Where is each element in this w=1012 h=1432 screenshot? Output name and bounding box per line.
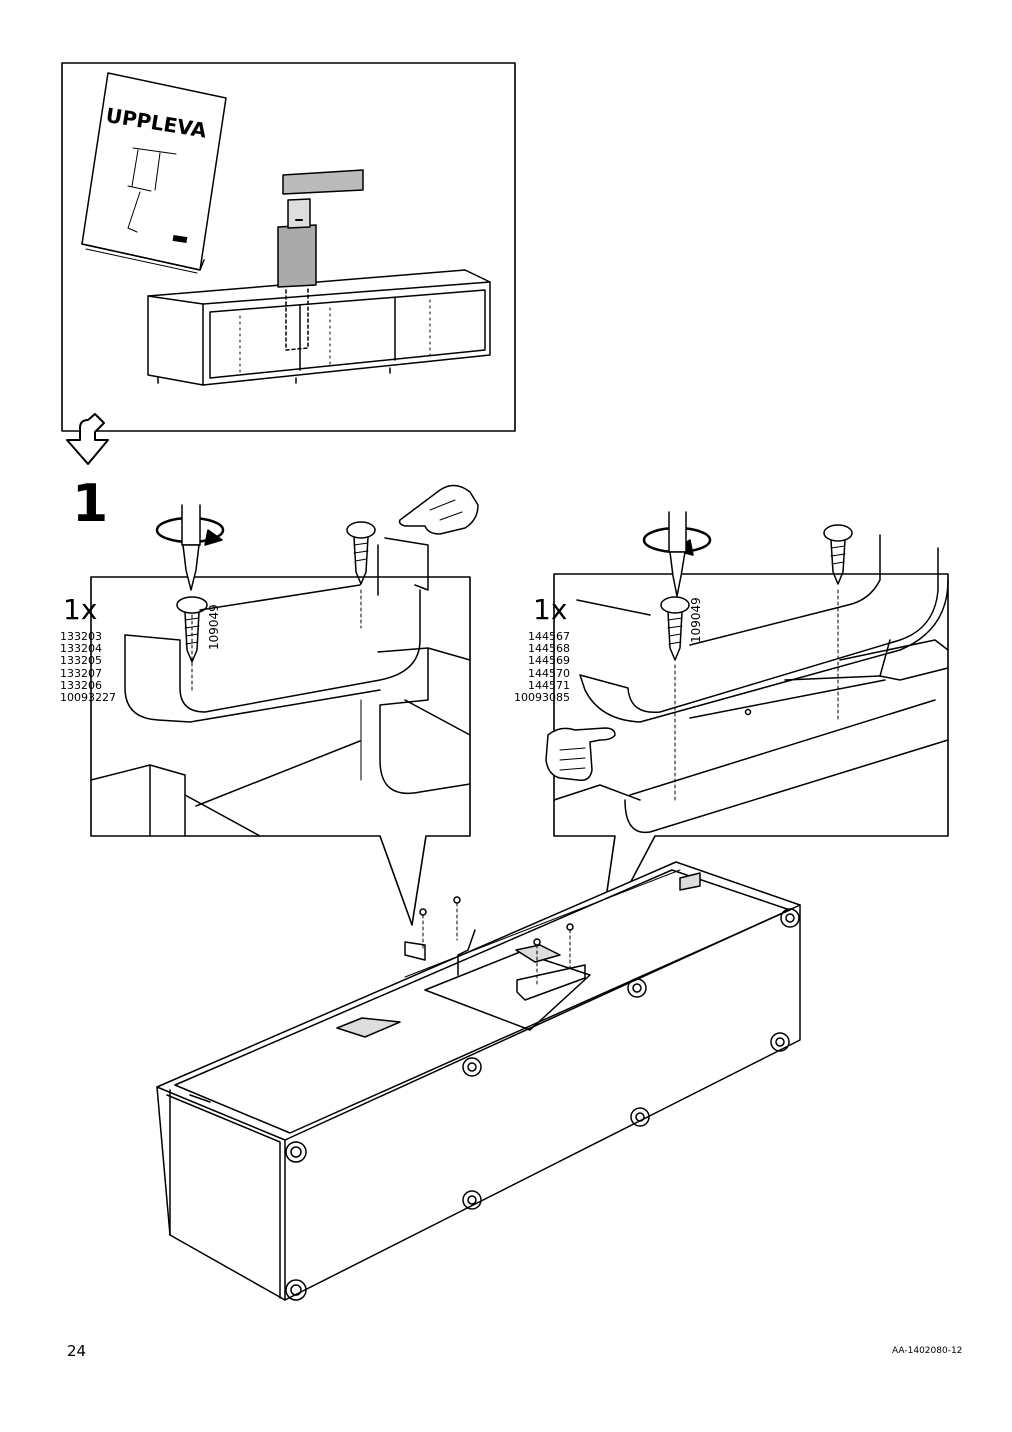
part-number: 133206 (60, 678, 102, 692)
overview-bench (147, 169, 491, 386)
right-screw-code: 109049 (689, 597, 703, 643)
left-bracket-detail (90, 537, 471, 837)
part-number: 144569 (528, 654, 570, 668)
part-number: 144567 (528, 630, 570, 643)
document-code: AA-1402080-12 (892, 1346, 963, 1356)
rotate-clockwise-icon (155, 504, 225, 591)
cam-lock-circles (285, 908, 800, 1301)
part-number: 10093227 (60, 691, 116, 705)
right-quantity: 1x (533, 593, 568, 626)
part-number: 133203 (60, 630, 102, 643)
right-part-numbers: 144567 144568 144569 144570 144571 10093… (512, 630, 570, 705)
rotate-clockwise-icon (642, 511, 712, 597)
part-number: 133204 (60, 642, 102, 656)
part-number: 133205 (60, 654, 102, 668)
screw-icon (176, 521, 376, 663)
right-bracket-detail (553, 534, 949, 834)
left-screw-code: 109049 (207, 604, 221, 650)
part-number: 144568 (528, 642, 570, 656)
manual-booklet-icon (81, 72, 227, 274)
page-number: 24 (67, 1342, 87, 1360)
pointing-hand-icon (398, 484, 479, 535)
overview-frame (61, 62, 516, 432)
part-number: 133207 (60, 666, 102, 680)
step-number: 1 (72, 474, 109, 534)
part-number: 10093085 (514, 691, 570, 705)
main-bench (156, 861, 801, 1301)
down-arrow-icon (66, 413, 109, 465)
left-quantity: 1x (63, 593, 98, 626)
left-part-numbers: 133203 133204 133205 133207 133206 10093… (60, 630, 116, 705)
screw-icon (660, 524, 853, 661)
part-number: 144571 (528, 678, 570, 692)
left-detail-frame (90, 576, 471, 926)
pointing-hand-icon (545, 727, 616, 782)
part-number: 144570 (528, 666, 570, 680)
